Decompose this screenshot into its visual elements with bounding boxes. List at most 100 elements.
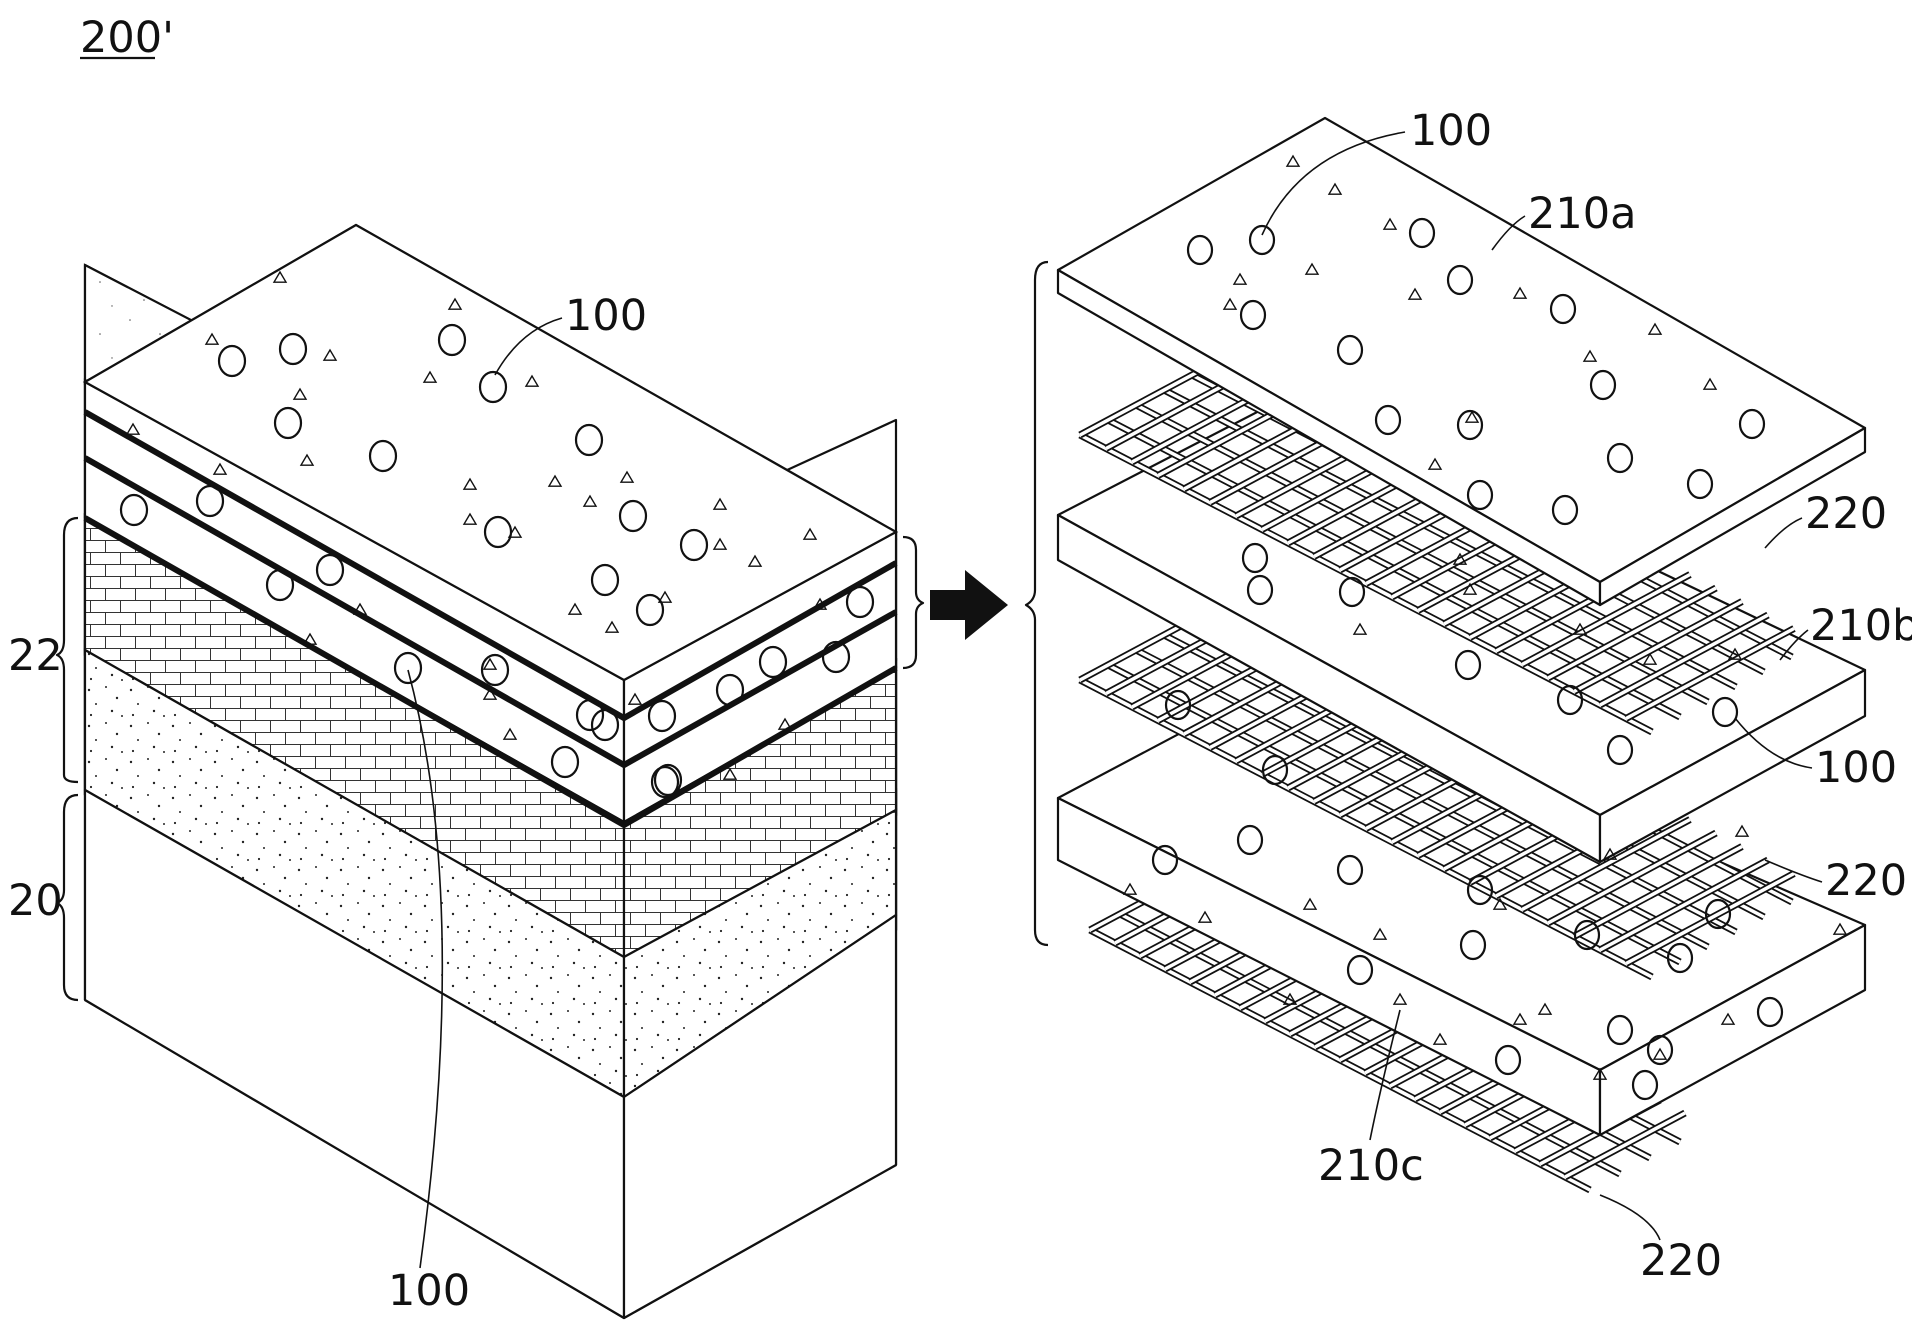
slab-separator-1 <box>83 409 898 722</box>
particle-circle <box>653 763 683 797</box>
aggregate-triangle <box>1372 927 1388 940</box>
right-particles <box>1122 154 1848 1101</box>
particle-circle <box>315 553 345 587</box>
aggregate-triangle <box>812 597 828 610</box>
particle-circle <box>217 344 247 378</box>
left-annotations: 100 100 22 20 <box>8 291 925 1316</box>
aggregate-triangle <box>1282 992 1298 1005</box>
aggregate-triangle <box>1537 1002 1553 1015</box>
aggregate-triangle <box>1464 410 1480 423</box>
particle-circle <box>1374 404 1402 436</box>
aggregate-triangle <box>482 657 498 670</box>
particle-circle <box>1336 854 1364 886</box>
label-100-middle-right: 100 <box>1815 743 1897 793</box>
particle-circle <box>1151 844 1179 876</box>
particle-circle <box>1573 919 1601 951</box>
aggregate-triangle <box>1302 897 1318 910</box>
particle-circle <box>483 515 513 549</box>
particle-circle <box>1589 369 1617 401</box>
particle-circle <box>1466 874 1494 906</box>
leader-100-middle-right <box>1734 717 1813 769</box>
aggregate-triangle <box>422 370 438 383</box>
particle-circle <box>650 765 680 799</box>
aggregate-triangle <box>1382 217 1398 230</box>
aggregate-triangle <box>322 348 338 361</box>
particle-circle <box>590 708 620 742</box>
right-annotations: 100 210a 220 210b 100 220 210c 220 <box>1261 106 1912 1286</box>
aggregate-triangle <box>1832 922 1848 935</box>
particle-circle <box>1261 754 1289 786</box>
layered-block <box>82 223 899 1320</box>
rebar-bar-fill <box>1521 572 1691 667</box>
aggregate-triangle <box>1727 647 1743 660</box>
particle-circle <box>1246 574 1274 606</box>
aggregate-triangle <box>507 525 523 538</box>
aggregate-triangle <box>1352 622 1368 635</box>
particle-circle <box>1686 468 1714 500</box>
label-20: 20 <box>8 876 63 926</box>
label-22: 22 <box>8 631 63 681</box>
aggregate-triangle <box>1512 286 1528 299</box>
aggregate-triangle <box>582 494 598 507</box>
aggregate-triangle <box>604 620 620 633</box>
aggregate-triangle <box>352 602 368 615</box>
particle-circle <box>1236 824 1264 856</box>
brace-22 <box>55 516 79 784</box>
particle-circle <box>195 484 225 518</box>
leader-210a <box>1491 215 1526 251</box>
particle-circle <box>1711 696 1739 728</box>
particle-circle <box>1666 942 1694 974</box>
aggregate-triangle <box>1734 824 1750 837</box>
particle-circle <box>618 499 648 533</box>
label-210c: 210c <box>1318 1141 1424 1191</box>
rebar-bar-fill <box>1521 817 1691 912</box>
particle-circle <box>393 651 423 685</box>
aggregate-triangle <box>547 474 563 487</box>
label-220-middle: 220 <box>1825 856 1907 906</box>
particle-circle <box>1549 293 1577 325</box>
particle-circle <box>550 745 580 779</box>
particle-circle <box>575 698 605 732</box>
aggregate-triangle <box>299 453 315 466</box>
particle-circle <box>1494 1044 1522 1076</box>
aggregate-triangle <box>1407 287 1423 300</box>
particle-circle <box>574 423 604 457</box>
particle-circle <box>1338 576 1366 608</box>
aggregate-triangle <box>292 387 308 400</box>
aggregate-triangle <box>712 497 728 510</box>
particle-circle <box>478 370 508 404</box>
rebar-bar-fill <box>1625 626 1795 721</box>
label-220-lower: 220 <box>1640 1236 1722 1286</box>
aggregate-triangle <box>1512 1012 1528 1025</box>
particle-circle <box>821 640 851 674</box>
aggregate-triangle <box>1492 897 1508 910</box>
figure-label-text: 200' <box>80 13 174 63</box>
aggregate-triangle <box>462 512 478 525</box>
right-arrow-icon <box>930 570 1008 640</box>
particle-circle <box>1336 334 1364 366</box>
aggregate-triangle <box>1642 652 1658 665</box>
aggregate-triangle <box>1222 297 1238 310</box>
particle-circle <box>590 563 620 597</box>
aggregate-triangle <box>1582 349 1598 362</box>
aggregate-triangle <box>272 270 288 283</box>
particle-circle <box>278 332 308 366</box>
figure-label: 200' <box>80 13 174 63</box>
aggregate-triangle <box>627 692 643 705</box>
leader-210c <box>1369 1009 1401 1141</box>
aggregate-triangle <box>747 554 763 567</box>
aggregate-triangle <box>1652 1047 1668 1060</box>
particle-circle <box>758 645 788 679</box>
particle-circle <box>1239 299 1267 331</box>
particle-circle <box>1738 408 1766 440</box>
aggregate-triangle <box>1122 882 1138 895</box>
particle-circle <box>119 493 149 527</box>
aggregate-triangle <box>447 297 463 310</box>
particle-circle <box>1631 1069 1659 1101</box>
leader-220-upper <box>1764 517 1803 549</box>
particle-circle <box>1248 224 1276 256</box>
aggregate-triangle <box>1702 377 1718 390</box>
left-particles <box>119 270 875 799</box>
aggregate-triangle <box>1647 322 1663 335</box>
